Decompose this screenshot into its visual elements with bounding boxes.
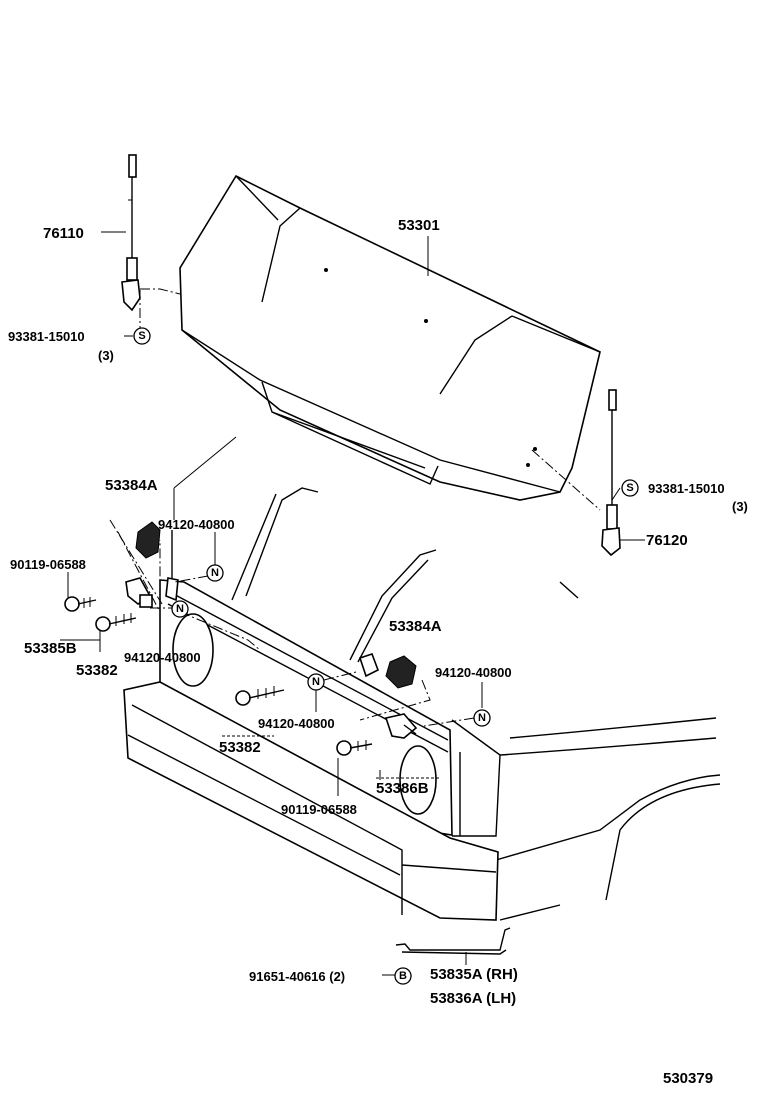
label-53301: 53301 <box>398 217 440 234</box>
bolt-90119-right <box>336 740 373 756</box>
symbol-b: B <box>394 967 412 985</box>
svg-text:N: N <box>312 676 320 688</box>
svg-text:N: N <box>211 567 219 579</box>
bolt-53382-right <box>235 686 285 706</box>
label-93381-left: 93381-15010 <box>8 329 85 344</box>
hood-lock-left <box>125 521 179 608</box>
svg-text:B: B <box>399 970 407 982</box>
label-94120-d: 94120-40800 <box>258 716 335 731</box>
label-94120-c: 94120-40800 <box>435 665 512 680</box>
svg-text:N: N <box>176 603 184 615</box>
label-94120-a: 94120-40800 <box>158 517 235 532</box>
part-labels: 76110 53301 93381-15010 (3) 93381-15010 … <box>8 217 748 1087</box>
label-53836a: 53836A (LH) <box>430 990 516 1007</box>
symbol-s-left: S <box>133 327 151 345</box>
svg-text:N: N <box>478 712 486 724</box>
label-53386b: 53386B <box>376 780 429 797</box>
antenna-left <box>121 154 141 312</box>
label-90119-b: 90119-06588 <box>281 802 357 817</box>
label-93381-right-qty: (3) <box>732 499 748 514</box>
label-76120: 76120 <box>646 532 688 549</box>
label-53384a-left: 53384A <box>105 477 158 494</box>
antenna-right <box>601 389 621 557</box>
label-53382-b: 53382 <box>219 739 261 756</box>
label-53835a: 53835A (RH) <box>430 966 518 983</box>
front-bumper <box>123 681 499 921</box>
svg-text:S: S <box>626 482 633 494</box>
label-53384a-right: 53384A <box>389 618 442 635</box>
symbol-n-4: N <box>473 709 491 727</box>
hood-lock-right <box>358 652 418 739</box>
symbol-s-right: S <box>621 479 639 497</box>
hood-panel <box>179 174 601 501</box>
label-76110: 76110 <box>43 225 84 242</box>
label-93381-left-qty: (3) <box>98 348 114 363</box>
symbol-n-2: N <box>171 600 189 618</box>
hood-support-rod <box>395 927 511 965</box>
label-91651: 91651-40616 (2) <box>249 969 345 984</box>
label-93381-right: 93381-15010 <box>648 481 725 496</box>
leader-lines <box>60 231 645 976</box>
symbol-n-1: N <box>206 564 224 582</box>
bolt-53382-left <box>95 613 137 632</box>
diagram-id: 530379 <box>663 1070 713 1087</box>
svg-text:S: S <box>138 330 145 342</box>
symbol-n-3: N <box>307 673 325 691</box>
body-outline <box>199 487 721 921</box>
label-94120-b: 94120-40800 <box>124 650 201 665</box>
label-90119-a: 90119-06588 <box>10 557 86 572</box>
label-53382-a: 53382 <box>76 662 118 679</box>
label-53385b: 53385B <box>24 640 77 657</box>
bolt-90119-left <box>64 596 97 612</box>
